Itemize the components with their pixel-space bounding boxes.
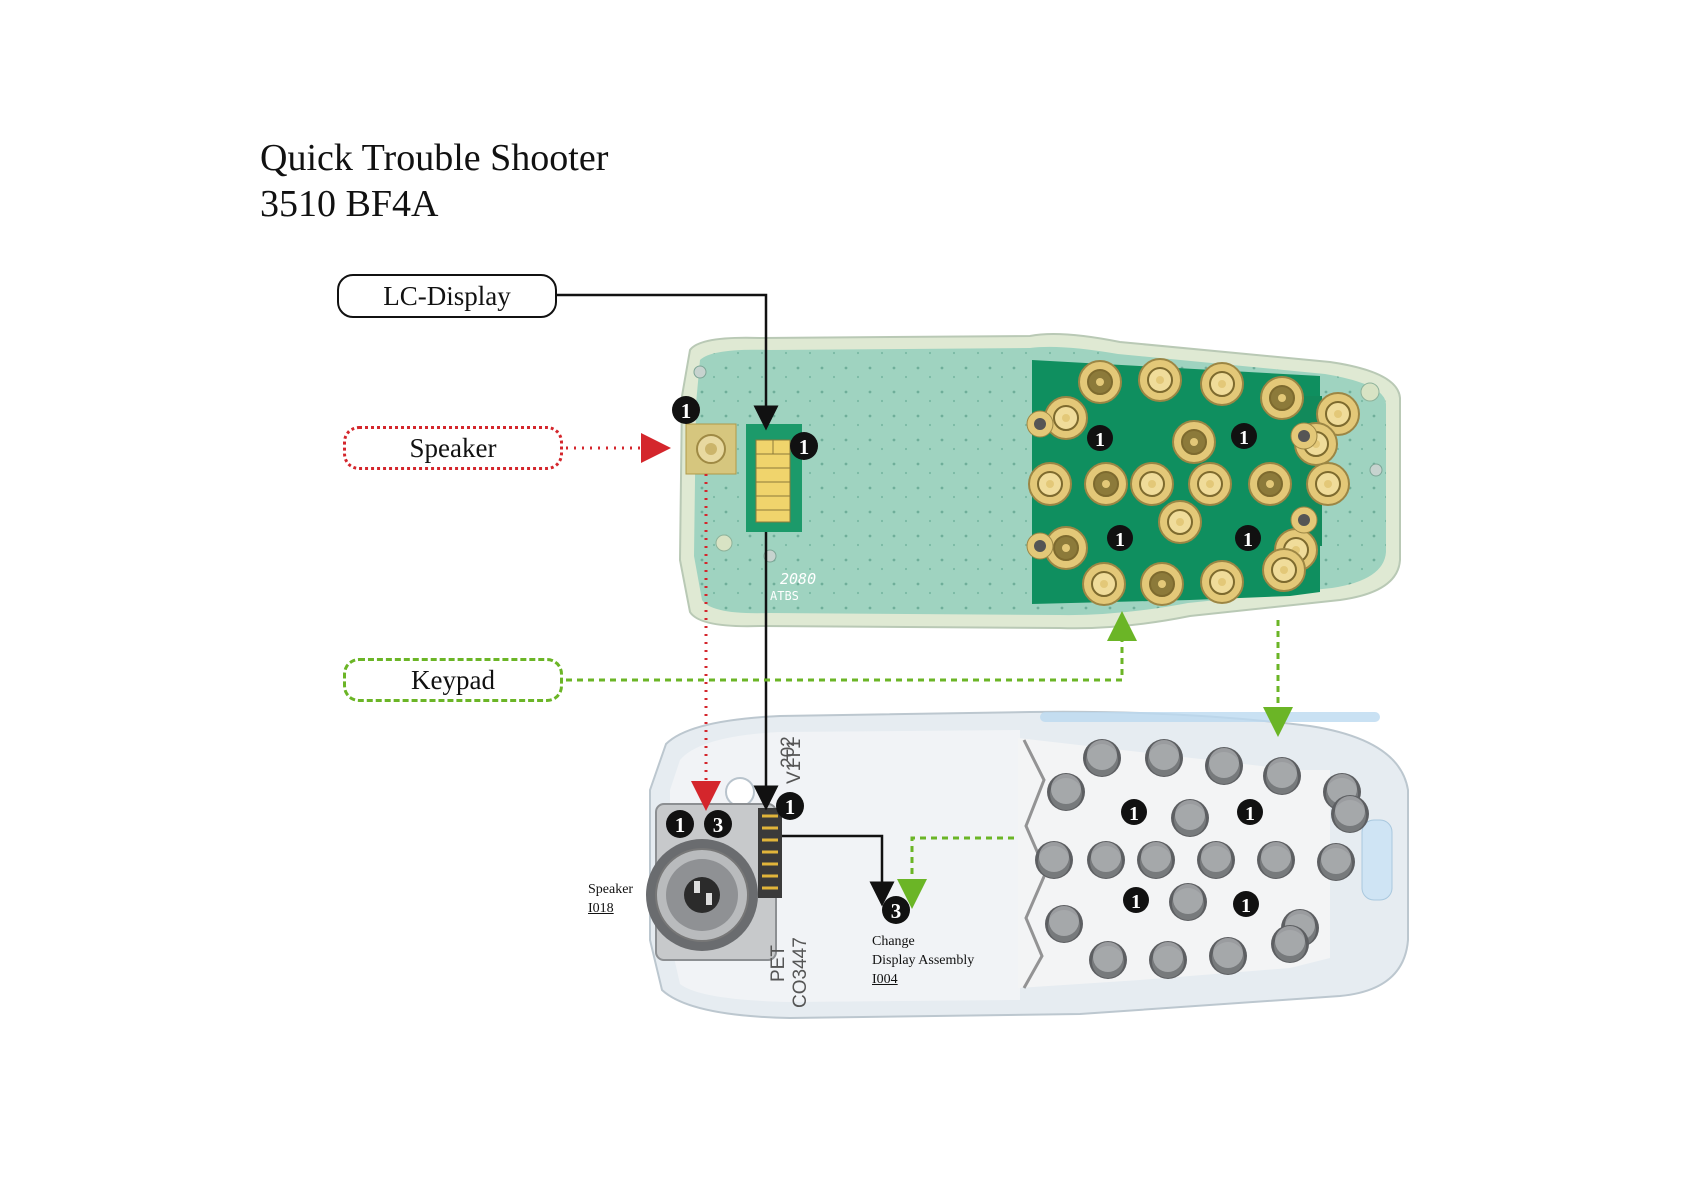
pcb-side-contact xyxy=(1027,533,1053,559)
marker-keypad-frame-3: 1 xyxy=(1123,887,1149,913)
frame-key-dome xyxy=(1271,925,1309,963)
marker-keypad-pcb-2: 1 xyxy=(1231,423,1257,449)
svg-text:1: 1 xyxy=(1243,529,1253,551)
frame-key-dome xyxy=(1089,941,1127,979)
frame-key-dome xyxy=(1331,795,1369,833)
frame-key-dome xyxy=(1087,841,1125,879)
pcb-key-contact xyxy=(1307,463,1349,505)
display-assembly-line-2: Display Assembly xyxy=(872,951,974,970)
pcb-key-contact xyxy=(1131,463,1173,505)
frame-text-v1t1: V1T1 xyxy=(784,739,805,784)
pcb-key-contact xyxy=(1201,363,1243,405)
pcb-speaker-pad xyxy=(686,424,736,474)
svg-text:1: 1 xyxy=(799,435,810,459)
frame-key-dome xyxy=(1257,841,1295,879)
frame-key-dome xyxy=(1083,739,1121,777)
frame-key-dome xyxy=(1209,937,1247,975)
speaker-part-name: Speaker xyxy=(588,882,633,897)
svg-text:1: 1 xyxy=(675,813,686,837)
marker-display-frame: 1 xyxy=(776,792,804,820)
svg-text:1: 1 xyxy=(681,399,692,423)
pcb-side-contact xyxy=(1027,411,1053,437)
pcb-key-contact xyxy=(1189,463,1231,505)
svg-text:1: 1 xyxy=(1129,803,1139,825)
frame-key-dome xyxy=(1145,739,1183,777)
pcb-key-contact xyxy=(1079,361,1121,403)
frame-key-dome xyxy=(1137,841,1175,879)
marker-keypad-pcb-1: 1 xyxy=(1087,425,1113,451)
marker-display-assembly-3: 3 xyxy=(882,896,910,924)
frame-display-connector xyxy=(758,808,782,898)
display-assembly-ref: I004 xyxy=(872,970,974,989)
pcb-key-contact xyxy=(1141,563,1183,605)
marker-keypad-frame-4: 1 xyxy=(1233,891,1259,917)
frame-key-dome xyxy=(1171,799,1209,837)
frame-key-dome xyxy=(1169,883,1207,921)
display-assembly-label: Change Display Assembly I004 xyxy=(872,932,974,989)
marker-keypad-pcb-3: 1 xyxy=(1107,525,1133,551)
pcb-side-contact xyxy=(1291,507,1317,533)
pcb-key-contact xyxy=(1029,463,1071,505)
pcb-key-contact xyxy=(1085,463,1127,505)
pcb-key-contact xyxy=(1159,501,1201,543)
marker-keypad-pcb-4: 1 xyxy=(1235,525,1261,551)
pcb-key-contact xyxy=(1173,421,1215,463)
pcb-key-contact xyxy=(1261,377,1303,419)
keypad-connector-line xyxy=(566,626,1122,680)
pcb-code-text-2: ATBS xyxy=(770,589,799,603)
pcb-key-contact xyxy=(1249,463,1291,505)
frame-key-dome xyxy=(1263,757,1301,795)
svg-text:1: 1 xyxy=(1239,427,1249,449)
svg-text:3: 3 xyxy=(891,899,902,923)
svg-text:1: 1 xyxy=(1131,891,1141,913)
pcb-key-contact xyxy=(1201,561,1243,603)
frame-key-dome xyxy=(1045,905,1083,943)
marker-speaker-frame-3: 3 xyxy=(704,810,732,838)
frame-key-dome xyxy=(1205,747,1243,785)
frame-text-pet: PET xyxy=(768,945,789,982)
marker-speaker-frame-1: 1 xyxy=(666,810,694,838)
pcb-key-contact xyxy=(1139,359,1181,401)
pcb-side-contact xyxy=(1291,423,1317,449)
pcb-code-text: 2080 xyxy=(780,570,816,588)
svg-text:1: 1 xyxy=(1095,429,1105,451)
pcb-key-contact xyxy=(1263,549,1305,591)
svg-text:1: 1 xyxy=(1115,529,1125,551)
svg-text:1: 1 xyxy=(1245,803,1255,825)
pcb-key-contact xyxy=(1083,563,1125,605)
marker-speaker-pcb: 1 xyxy=(672,396,700,424)
frame-text-co3447: CO3447 xyxy=(790,937,811,1008)
speaker-part-ref: I018 xyxy=(588,899,633,918)
marker-keypad-frame-1: 1 xyxy=(1121,799,1147,825)
frame-key-dome xyxy=(1035,841,1073,879)
svg-text:3: 3 xyxy=(713,813,724,837)
marker-display-pcb: 1 xyxy=(790,432,818,460)
svg-text:1: 1 xyxy=(1241,895,1251,917)
frame-key-dome xyxy=(1197,841,1235,879)
svg-text:1: 1 xyxy=(785,795,796,819)
display-assembly-line-1: Change xyxy=(872,932,974,951)
marker-keypad-frame-2: 1 xyxy=(1237,799,1263,825)
frame-key-dome xyxy=(1317,843,1355,881)
frame-key-dome xyxy=(1047,773,1085,811)
speaker-part-label: Speaker I018 xyxy=(588,880,633,918)
frame-key-dome xyxy=(1149,941,1187,979)
